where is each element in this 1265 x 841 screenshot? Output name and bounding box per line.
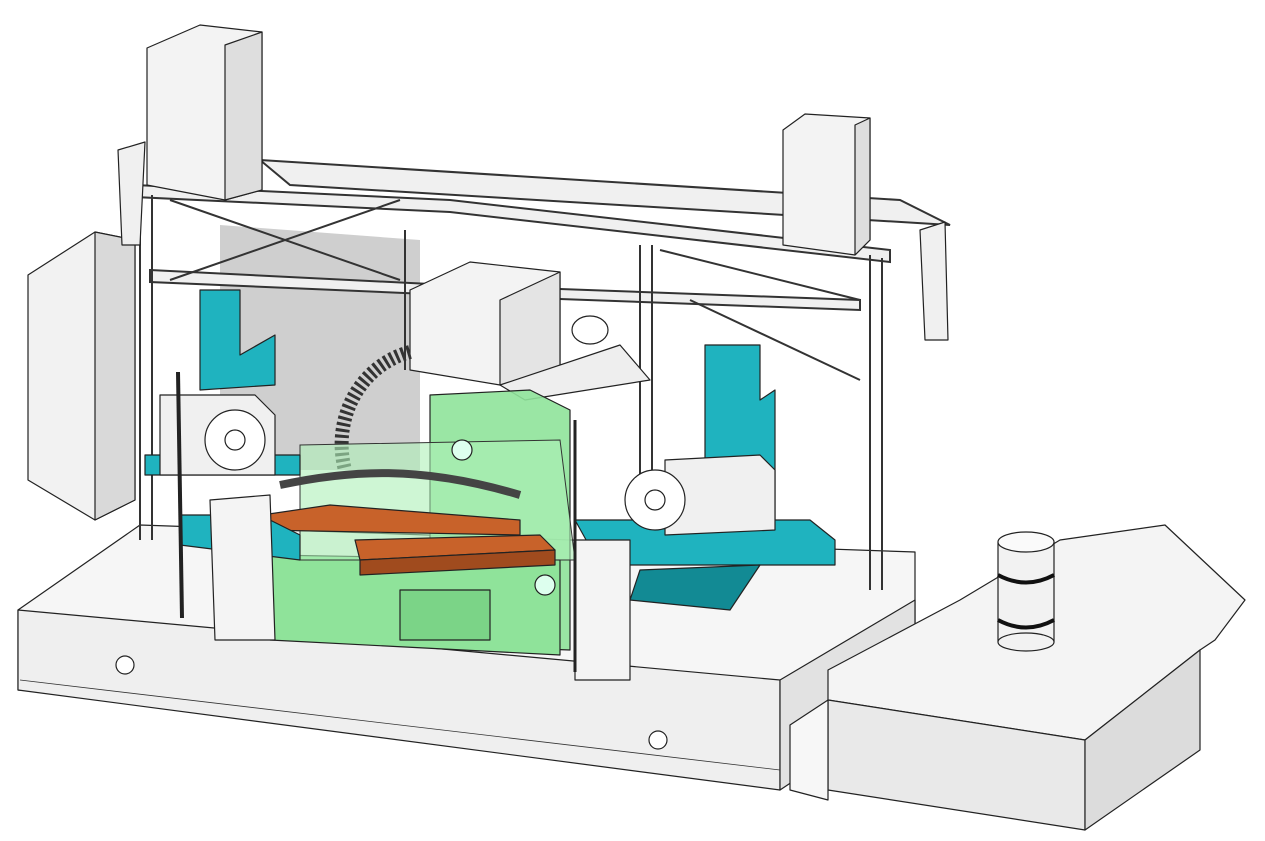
cylinder-tank bbox=[997, 531, 1055, 652]
work-fixture bbox=[261, 469, 556, 576]
left-cable-guide bbox=[117, 141, 146, 246]
rotary-fixture-right bbox=[624, 454, 776, 536]
right-pedestal bbox=[574, 539, 631, 681]
center-housing bbox=[409, 261, 651, 401]
left-pedestal bbox=[209, 494, 276, 641]
cable-chain bbox=[334, 345, 412, 472]
left-rod bbox=[176, 371, 184, 619]
control-cabinet bbox=[27, 231, 136, 521]
rotary-fixture-left bbox=[159, 394, 276, 476]
right-cable-guide bbox=[919, 221, 949, 341]
tower-right bbox=[782, 113, 871, 256]
tower-left bbox=[146, 24, 263, 201]
